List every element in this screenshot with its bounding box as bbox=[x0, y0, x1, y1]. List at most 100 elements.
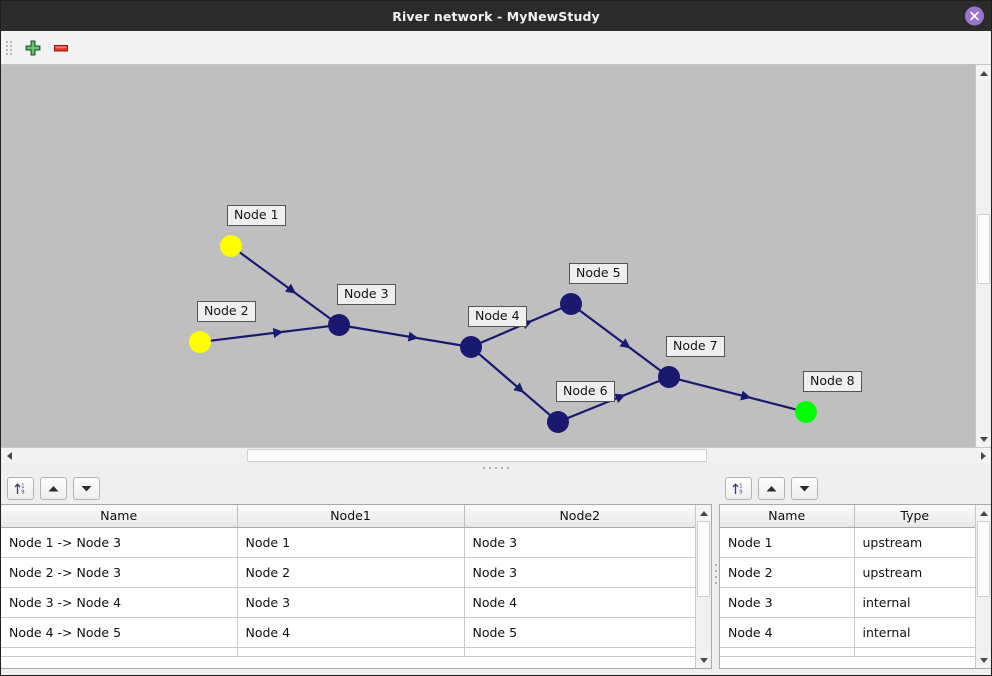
vertical-scroll-track[interactable] bbox=[976, 81, 991, 431]
table-cell[interactable]: Node 5 bbox=[464, 617, 695, 648]
horizontal-scroll-thumb[interactable] bbox=[246, 449, 707, 462]
reaches-scroll-thumb[interactable] bbox=[697, 521, 710, 597]
graph-node[interactable] bbox=[189, 331, 211, 353]
table-cell[interactable] bbox=[1, 647, 238, 657]
table-cell[interactable]: internal bbox=[854, 587, 975, 618]
scroll-left-icon[interactable] bbox=[1, 448, 17, 463]
table-row-partial[interactable] bbox=[720, 647, 975, 657]
reaches-column-header[interactable]: Node2 bbox=[464, 505, 695, 528]
table-cell[interactable]: Node 2 bbox=[237, 557, 465, 588]
arrow-up-icon[interactable] bbox=[40, 476, 67, 500]
arrow-down-icon[interactable] bbox=[73, 476, 100, 500]
table-cell[interactable] bbox=[720, 647, 855, 657]
graph-node-label[interactable]: Node 7 bbox=[666, 336, 725, 357]
network-canvas[interactable]: Node 1 Node 2 Node 3 Node 4 Node 5 Node 6 Node… bbox=[1, 65, 975, 447]
nodes-vertical-scrollbar[interactable] bbox=[975, 505, 991, 668]
delete-minus-icon[interactable] bbox=[47, 34, 75, 62]
table-cell[interactable]: upstream bbox=[854, 557, 975, 588]
graph-edge[interactable] bbox=[578, 309, 662, 372]
reaches-scroll-down-icon[interactable] bbox=[696, 652, 711, 668]
table-cell[interactable]: Node 3 bbox=[720, 587, 855, 618]
nodes-arrow-up-icon[interactable] bbox=[758, 476, 785, 500]
nodes-scroll-up-icon[interactable] bbox=[976, 505, 991, 521]
table-cell[interactable]: Node 3 bbox=[464, 527, 695, 558]
table-cell[interactable]: Node 1 bbox=[237, 527, 465, 558]
toolbar-grip[interactable] bbox=[5, 38, 13, 58]
nodes-column-header[interactable]: Name bbox=[720, 505, 855, 528]
graph-node[interactable] bbox=[220, 235, 242, 257]
table-cell[interactable]: Node 4 bbox=[720, 617, 855, 648]
reaches-column-header[interactable]: Node1 bbox=[237, 505, 465, 528]
graph-node-label[interactable]: Node 2 bbox=[197, 301, 256, 322]
table-row-partial[interactable] bbox=[1, 647, 695, 657]
nodes-scroll-thumb[interactable] bbox=[977, 521, 990, 597]
table-cell[interactable]: internal bbox=[854, 617, 975, 648]
svg-text:9: 9 bbox=[739, 489, 742, 495]
table-cell[interactable]: Node 4 bbox=[237, 617, 465, 648]
graph-edge[interactable] bbox=[477, 352, 552, 417]
horizontal-splitter[interactable] bbox=[1, 463, 991, 472]
reaches-scroll-track[interactable] bbox=[696, 521, 711, 652]
graph-vertical-scrollbar[interactable] bbox=[975, 65, 991, 447]
graph-node[interactable] bbox=[795, 401, 817, 423]
graph-node-label[interactable]: Node 5 bbox=[569, 263, 628, 284]
graph-node[interactable] bbox=[560, 293, 582, 315]
vertical-splitter[interactable] bbox=[712, 472, 719, 675]
scroll-right-icon[interactable] bbox=[975, 448, 991, 463]
vertical-scroll-thumb[interactable] bbox=[977, 214, 990, 284]
table-cell[interactable]: Node 2 bbox=[720, 557, 855, 588]
close-icon[interactable] bbox=[965, 6, 984, 26]
table-cell[interactable]: Node 3 bbox=[464, 557, 695, 588]
graph-node-label[interactable]: Node 3 bbox=[337, 284, 396, 305]
graph-edge[interactable] bbox=[209, 325, 330, 342]
graph-edge[interactable] bbox=[238, 251, 332, 320]
reaches-scroll-up-icon[interactable] bbox=[696, 505, 711, 521]
sort-ascending-icon[interactable]: 1 9 bbox=[7, 476, 34, 500]
graph-node-label[interactable]: Node 6 bbox=[556, 381, 615, 402]
reaches-vertical-scrollbar[interactable] bbox=[695, 505, 711, 668]
scroll-up-icon[interactable] bbox=[976, 65, 991, 81]
graph-node[interactable] bbox=[328, 314, 350, 336]
graph-node[interactable] bbox=[460, 336, 482, 358]
table-cell[interactable]: Node 4 bbox=[464, 587, 695, 618]
table-cell[interactable] bbox=[854, 647, 975, 657]
graph-edge[interactable] bbox=[348, 325, 462, 347]
graph-node[interactable] bbox=[658, 366, 680, 388]
table-cell[interactable]: Node 2 -> Node 3 bbox=[1, 557, 238, 588]
nodes-column-header[interactable]: Type bbox=[854, 505, 975, 528]
table-cell[interactable]: Node 1 bbox=[720, 527, 855, 558]
nodes-scroll-track[interactable] bbox=[976, 521, 991, 652]
graph-edge[interactable] bbox=[678, 378, 797, 411]
table-cell[interactable]: Node 1 -> Node 3 bbox=[1, 527, 238, 558]
nodes-sort-ascending-icon[interactable]: 1 9 bbox=[725, 476, 752, 500]
table-cell[interactable] bbox=[237, 647, 465, 657]
reaches-column-header[interactable]: Name bbox=[1, 505, 238, 528]
graph-node[interactable] bbox=[547, 411, 569, 433]
table-cell[interactable] bbox=[464, 647, 695, 657]
horizontal-scroll-track[interactable] bbox=[17, 448, 975, 463]
nodes-arrow-down-icon[interactable] bbox=[791, 476, 818, 500]
add-plus-icon[interactable] bbox=[19, 34, 47, 62]
table-cell[interactable]: upstream bbox=[854, 527, 975, 558]
nodes-scroll-down-icon[interactable] bbox=[976, 652, 991, 668]
table-cell[interactable]: Node 4 -> Node 5 bbox=[1, 617, 238, 648]
table-cell[interactable]: Node 3 bbox=[237, 587, 465, 618]
scroll-down-icon[interactable] bbox=[976, 431, 991, 447]
table-cell[interactable]: Node 3 -> Node 4 bbox=[1, 587, 238, 618]
graph-node-label[interactable]: Node 1 bbox=[227, 205, 286, 226]
svg-text:1: 1 bbox=[21, 483, 24, 489]
graph-node-label[interactable]: Node 8 bbox=[803, 371, 862, 392]
graph-node-label[interactable]: Node 4 bbox=[468, 306, 527, 327]
graph-horizontal-scrollbar[interactable] bbox=[1, 447, 991, 463]
